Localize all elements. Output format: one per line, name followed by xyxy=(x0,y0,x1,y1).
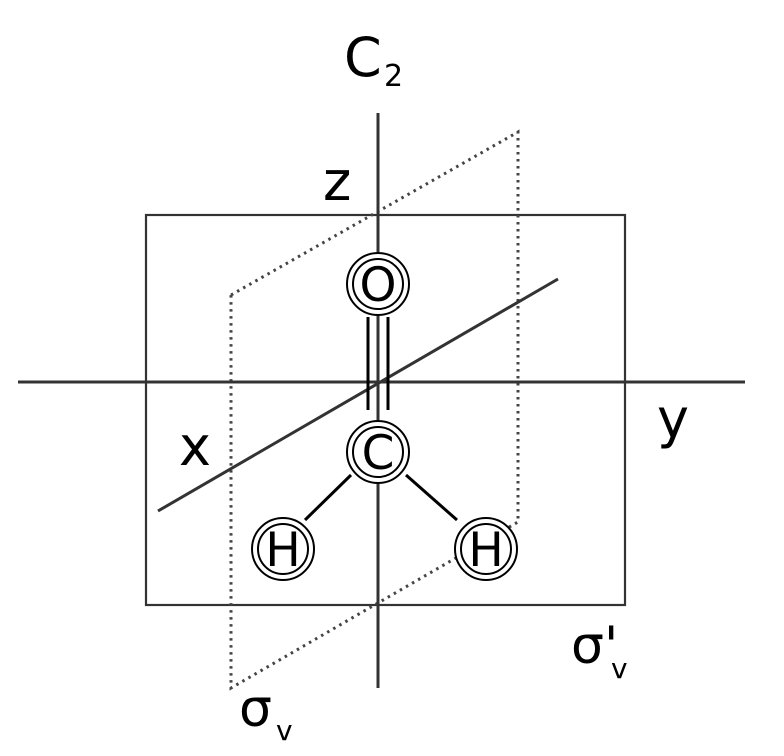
x-axis-label: x xyxy=(179,415,211,478)
oxygen-atom: O xyxy=(346,252,410,316)
carbon-atom: C xyxy=(346,420,410,484)
sigma-v-prime-subscript: v xyxy=(611,652,628,685)
sigma-v-prime-label: σ' xyxy=(571,616,618,676)
sigma-v-prime-plane xyxy=(144,213,627,607)
c2-axis-subscript: 2 xyxy=(384,59,403,94)
sigma-v-label: σ xyxy=(239,679,272,739)
hydrogen-atom-right: H xyxy=(454,517,518,581)
c-h-bond-left xyxy=(303,473,353,522)
x-axis xyxy=(157,277,559,513)
sigma-v-subscript: v xyxy=(276,714,293,747)
y-axis-label: y xyxy=(657,387,689,450)
hydrogen-left-label: H xyxy=(265,523,300,578)
hydrogen-atom-left: H xyxy=(251,517,315,581)
hydrogen-right-label: H xyxy=(468,523,503,578)
c2-axis-label: C xyxy=(344,26,382,89)
z-axis-label: z xyxy=(323,150,351,213)
oxygen-label: O xyxy=(360,258,397,313)
c-h-bond-right xyxy=(405,473,458,522)
carbon-label: C xyxy=(362,426,395,481)
